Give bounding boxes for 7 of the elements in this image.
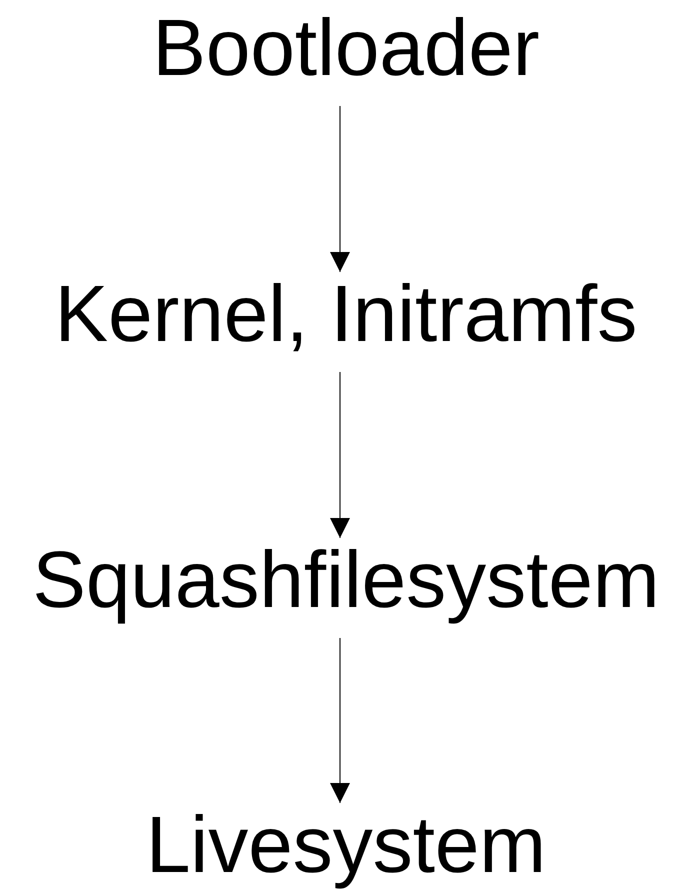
node-label: Livesystem	[146, 800, 546, 889]
node-label: Bootloader	[152, 3, 540, 92]
node-label: Kernel, Initramfs	[54, 269, 638, 358]
node-label: Squashfilesystem	[32, 535, 660, 624]
arrow	[330, 372, 350, 538]
arrow	[330, 106, 350, 272]
arrow	[330, 638, 350, 804]
